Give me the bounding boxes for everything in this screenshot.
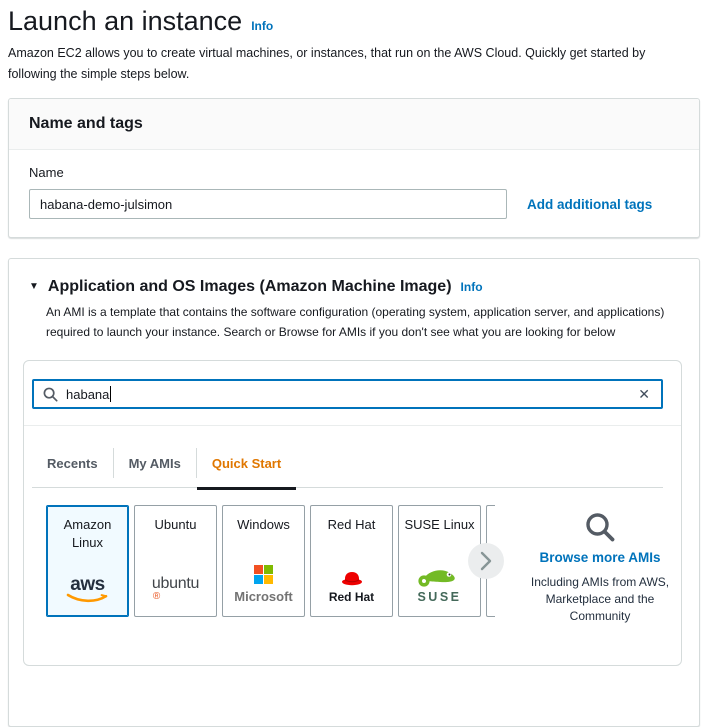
microsoft-logo-icon: Microsoft bbox=[234, 565, 293, 605]
name-and-tags-card: Name and tags Name Add additional tags bbox=[8, 98, 700, 238]
tab-recents[interactable]: Recents bbox=[32, 440, 113, 488]
tab-my-amis-label: My AMIs bbox=[129, 456, 181, 471]
os-card-ubuntu[interactable]: Ubuntu ubuntu ® bbox=[134, 505, 217, 617]
browse-more-amis-link[interactable]: Browse more AMIs bbox=[539, 550, 660, 565]
chevron-right-icon bbox=[479, 551, 493, 571]
add-additional-tags-link[interactable]: Add additional tags bbox=[527, 197, 652, 212]
page-title: Launch an instance bbox=[8, 5, 242, 37]
ubuntu-logo-icon: ubuntu ® bbox=[152, 575, 199, 604]
browse-more-subtext: Including AMIs from AWS, Marketplace and… bbox=[524, 574, 676, 625]
os-card-windows[interactable]: Windows Microsoft bbox=[222, 505, 305, 617]
tab-quick-start[interactable]: Quick Start bbox=[197, 440, 296, 488]
ami-description: An AMI is a template that contains the s… bbox=[46, 302, 679, 342]
suse-wordmark: SUSE bbox=[417, 590, 461, 604]
ami-section-header: ▼ Application and OS Images (Amazon Mach… bbox=[9, 259, 699, 297]
ami-panel: habana ✕ Recents My AMIs Quick Start bbox=[23, 360, 682, 666]
ami-tabs: Recents My AMIs Quick Start bbox=[32, 426, 663, 488]
os-card-red-hat[interactable]: Red Hat Red Hat bbox=[310, 505, 393, 617]
page-description: Amazon EC2 allows you to create virtual … bbox=[8, 43, 680, 85]
os-card-amazon-linux[interactable]: Amazon Linux aws bbox=[46, 505, 129, 617]
ami-card: ▼ Application and OS Images (Amazon Mach… bbox=[8, 258, 700, 727]
browse-more-section: Browse more AMIs Including AMIs from AWS… bbox=[524, 505, 676, 625]
page-header: Launch an instance Info bbox=[8, 5, 700, 37]
os-card-label: Amazon Linux bbox=[50, 516, 125, 552]
aws-logo-icon: aws bbox=[65, 577, 111, 604]
aws-wordmark: aws bbox=[70, 577, 104, 593]
ami-section-title: Application and OS Images (Amazon Machin… bbox=[48, 277, 452, 297]
tab-my-amis[interactable]: My AMIs bbox=[114, 440, 196, 488]
redhat-logo-icon: Red Hat bbox=[329, 570, 374, 604]
search-icon bbox=[43, 387, 58, 402]
os-card-label: SUSE Linux bbox=[404, 516, 474, 534]
name-and-tags-header: Name and tags bbox=[9, 99, 699, 150]
collapse-caret-icon[interactable]: ▼ bbox=[29, 281, 39, 292]
name-and-tags-body: Name Add additional tags bbox=[9, 150, 699, 237]
os-card-label: Ubuntu bbox=[155, 516, 197, 534]
name-row: Add additional tags bbox=[29, 189, 679, 219]
search-value: habana bbox=[66, 387, 109, 402]
name-and-tags-title: Name and tags bbox=[29, 114, 679, 134]
browse-search-icon bbox=[584, 511, 616, 543]
suse-logo-icon: SUSE bbox=[417, 567, 461, 604]
close-icon: ✕ bbox=[638, 386, 650, 402]
os-cards-row: Amazon Linux aws Ubuntu ubuntu bbox=[32, 505, 673, 625]
microsoft-squares-icon bbox=[254, 565, 274, 585]
text-cursor bbox=[110, 386, 111, 402]
clear-search-button[interactable]: ✕ bbox=[636, 387, 652, 401]
suse-chameleon-icon bbox=[417, 567, 461, 589]
ami-search-input[interactable]: habana ✕ bbox=[32, 379, 663, 409]
tab-recents-label: Recents bbox=[47, 456, 98, 471]
ami-carousel: Amazon Linux aws Ubuntu ubuntu bbox=[46, 505, 495, 625]
carousel-next-button[interactable] bbox=[468, 543, 504, 579]
name-input[interactable] bbox=[29, 189, 507, 219]
aws-smile-swoosh bbox=[65, 593, 111, 604]
redhat-wordmark: Red Hat bbox=[329, 590, 374, 604]
ami-info-link[interactable]: Info bbox=[461, 280, 483, 294]
redhat-fedora-icon bbox=[340, 570, 364, 587]
registered-mark-icon: ® bbox=[153, 591, 160, 602]
tab-quick-start-label: Quick Start bbox=[212, 456, 281, 471]
microsoft-wordmark: Microsoft bbox=[234, 589, 293, 604]
name-label: Name bbox=[29, 165, 679, 181]
os-card-label: Windows bbox=[237, 516, 290, 534]
page-info-link[interactable]: Info bbox=[251, 19, 273, 33]
os-card-label: Red Hat bbox=[328, 516, 376, 534]
